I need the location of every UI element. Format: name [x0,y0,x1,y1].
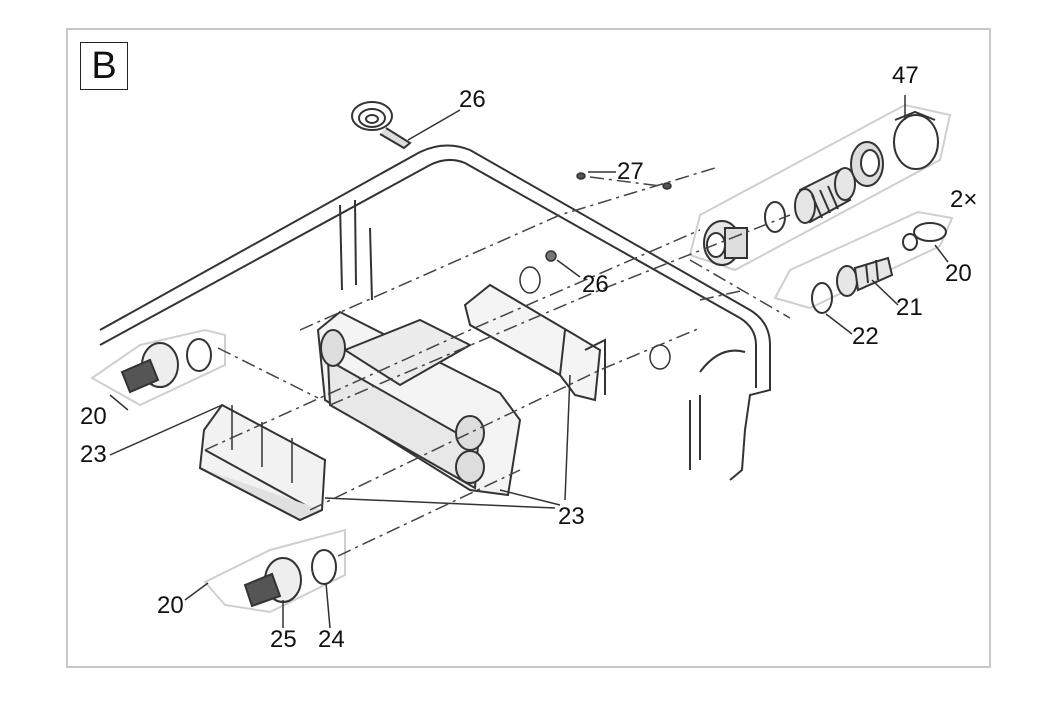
leader-23-bottom-c [564,374,571,501]
callout-26-mid: 26 [582,271,609,298]
part-nut-26 [545,250,557,262]
part-clamp-right [902,222,947,251]
leader-21 [871,279,899,306]
part-clamp-47 [893,110,939,170]
part-filter-tray [198,403,327,522]
leader-23-left [109,404,223,456]
part-o-ring-24 [311,549,337,585]
part-screws-27 [576,172,672,190]
callout-20-right: 20 [945,260,972,287]
callout-23-left: 23 [80,441,107,468]
callout-26-top: 26 [459,86,486,113]
callout-25: 25 [270,626,297,653]
callout-27: 27 [617,158,644,185]
callout-21: 21 [896,294,923,321]
leader-23-bottom-b [499,489,561,506]
part-o-ring-22 [811,282,833,314]
callout-20-bottom: 20 [157,592,184,619]
leader-23-bottom-a [324,497,556,509]
part-hose-tail-21 [836,256,894,297]
leader-20-bottom [184,582,209,601]
callout-24: 24 [318,626,345,653]
part-plug-25 [243,557,302,608]
callout-47: 47 [892,62,919,89]
leader-20-left [109,394,129,411]
part-o-ring-47 [764,201,786,233]
callout-22: 22 [852,323,879,350]
leader-26-mid [556,259,581,278]
housing-outline [99,144,771,481]
part-nut-47 [850,141,884,187]
group-box-20-bottom [203,528,346,614]
part-filter-body [316,310,522,497]
callout-2x: 2× [950,186,978,213]
leader-20-right [934,244,949,263]
group-box-20-right [773,210,954,310]
part-plug-left [120,342,179,394]
group-box-20-left [90,328,226,407]
part-spiral-band [351,101,412,150]
callout-20-left: 20 [80,403,107,430]
part-filter-frame [463,283,606,402]
leader-26-top [407,109,461,141]
leader-24 [325,582,331,629]
housing-holes [519,266,671,370]
part-hose-nozzle [703,220,748,266]
group-box-47 [688,103,952,272]
callout-23-bottom: 23 [558,503,585,530]
panel-letter: B [80,42,128,90]
assembly-axes [204,167,791,557]
part-bellows [794,167,856,224]
leader-22 [825,313,853,335]
part-o-ring-left [186,338,212,372]
